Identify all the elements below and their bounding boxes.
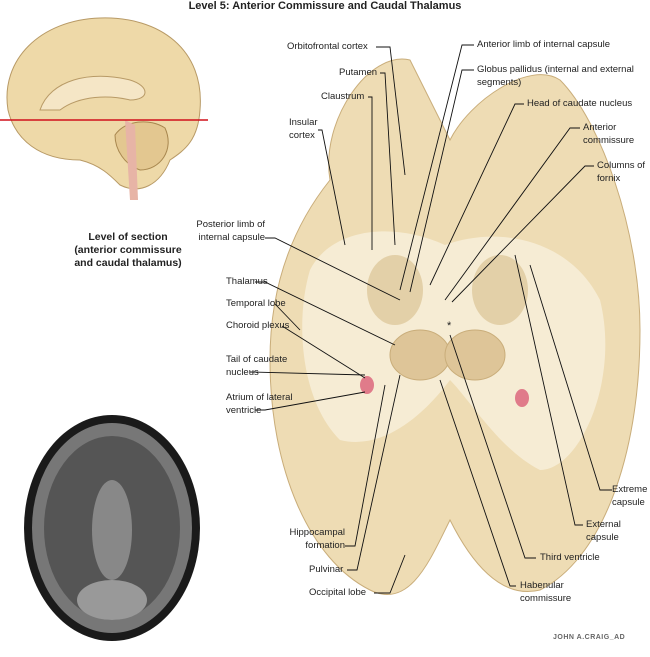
label-occipital-lobe: Occipital lobe bbox=[309, 587, 367, 598]
label-claustrum: Claustrum bbox=[321, 91, 365, 102]
label-putamen: Putamen bbox=[339, 67, 378, 78]
label-globus-pallidus: Globus pallidus (internal and external s… bbox=[477, 64, 634, 88]
label-columns-fornix: Columns of fornix bbox=[597, 160, 646, 184]
label-atrium-lateral-ventricle: Atrium of lateral ventricle bbox=[226, 392, 293, 416]
label-third-ventricle: Third ventricle bbox=[540, 552, 600, 563]
label-habenular-commissure: Habenular commissure bbox=[520, 580, 572, 604]
artist-signature: JOHN A.CRAIG_AD bbox=[553, 634, 626, 641]
label-anterior-limb: Anterior limb of internal capsule bbox=[477, 39, 611, 50]
label-hippocampal-formation: Hippocampal formation bbox=[289, 527, 345, 551]
label-choroid-plexus: Choroid plexus bbox=[226, 320, 290, 331]
axial-brain-section bbox=[269, 58, 641, 596]
label-extreme-capsule: Extreme capsule bbox=[612, 484, 648, 508]
label-head-caudate: Head of caudate nucleus bbox=[527, 98, 633, 109]
label-external-capsule: External capsule bbox=[586, 519, 621, 543]
label-anterior-commissure: Anterior commissure bbox=[583, 122, 635, 146]
leader-lines bbox=[249, 44, 612, 594]
label-temporal-lobe: Temporal lobe bbox=[226, 298, 286, 309]
label-insular-cortex: Insular cortex bbox=[289, 117, 318, 141]
section-caption: Level of section (anterior commissure an… bbox=[74, 231, 182, 269]
label-tail-caudate: Tail of caudate nucleus bbox=[226, 354, 288, 378]
asterisk-marker: * bbox=[447, 320, 452, 332]
label-thalamus: Thalamus bbox=[226, 276, 268, 287]
label-pulvinar: Pulvinar bbox=[309, 564, 344, 575]
label-posterior-limb: Posterior limb of internal capsule bbox=[196, 219, 265, 243]
label-orbitofrontal-cortex: Orbitofrontal cortex bbox=[287, 41, 368, 52]
mri-axial-scan bbox=[20, 415, 205, 645]
figure-title: Level 5: Anterior Commissure and Caudal … bbox=[188, 0, 462, 12]
sagittal-brain bbox=[0, 17, 208, 200]
